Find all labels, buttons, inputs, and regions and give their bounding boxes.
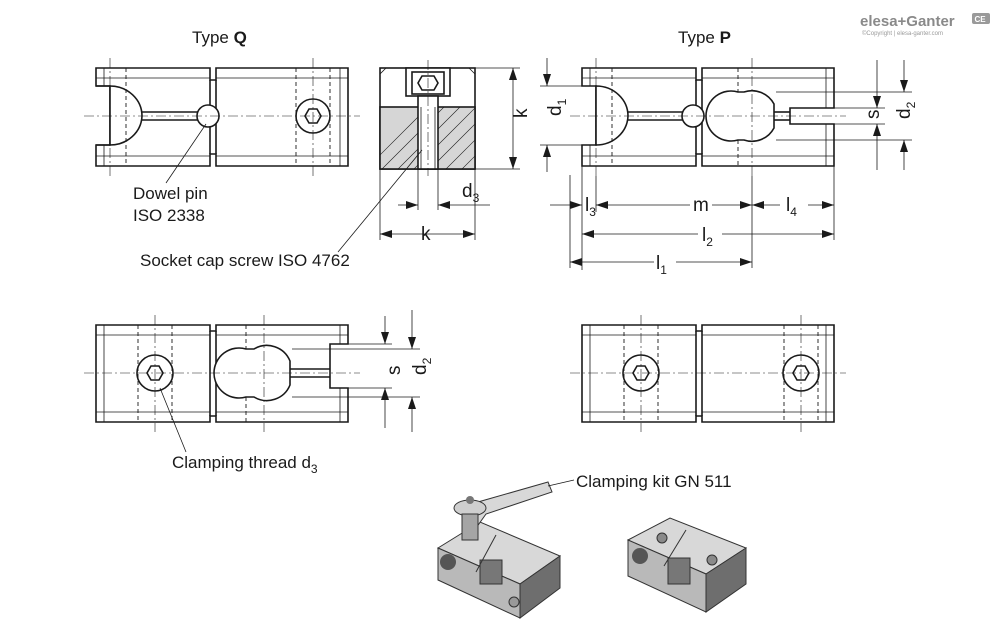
dim-l1: l1 xyxy=(656,253,667,277)
type-q-top-view xyxy=(84,58,360,176)
brand-badge: CE xyxy=(975,15,987,24)
render-with-clamping-kit xyxy=(436,481,562,619)
dim-k-vertical: k xyxy=(511,108,532,118)
dim-d2-p: d2 xyxy=(894,101,918,119)
dowel-pin-standard: ISO 2338 xyxy=(133,206,205,225)
socket-cap-screw-label: Socket cap screw ISO 4762 xyxy=(140,251,350,270)
dim-d3: d3 xyxy=(462,181,480,205)
dim-l2: l2 xyxy=(702,225,713,249)
dim-s-bottom: s xyxy=(384,366,405,376)
clamping-kit-label: Clamping kit GN 511 xyxy=(576,472,732,491)
type-p-title: Type P xyxy=(678,28,731,47)
bottom-right-view xyxy=(570,315,846,432)
dim-l3: l3 xyxy=(585,195,596,219)
dim-d2-bottom: d2 xyxy=(410,357,434,375)
dim-k-horizontal: k xyxy=(421,224,431,245)
dim-m: m xyxy=(693,195,709,216)
brand-name: elesa+Ganter xyxy=(860,13,955,30)
render-plain xyxy=(626,517,748,613)
dim-s-p: s xyxy=(863,110,884,120)
side-section-view xyxy=(379,60,476,176)
type-q-title: Type Q xyxy=(192,28,247,47)
bottom-left-view xyxy=(84,315,360,432)
dim-l4: l4 xyxy=(786,195,797,219)
type-p-top-view xyxy=(570,58,846,176)
brand-copyright: ©Copyright | elesa-ganter.com xyxy=(862,30,943,37)
clamping-thread-label: Clamping thread d3 xyxy=(172,453,318,476)
dim-d1: d1 xyxy=(545,98,569,116)
brand-logo: elesa+Ganter CE ©Copyright | elesa-gante… xyxy=(860,13,990,37)
dowel-pin-label: Dowel pin xyxy=(133,184,208,203)
